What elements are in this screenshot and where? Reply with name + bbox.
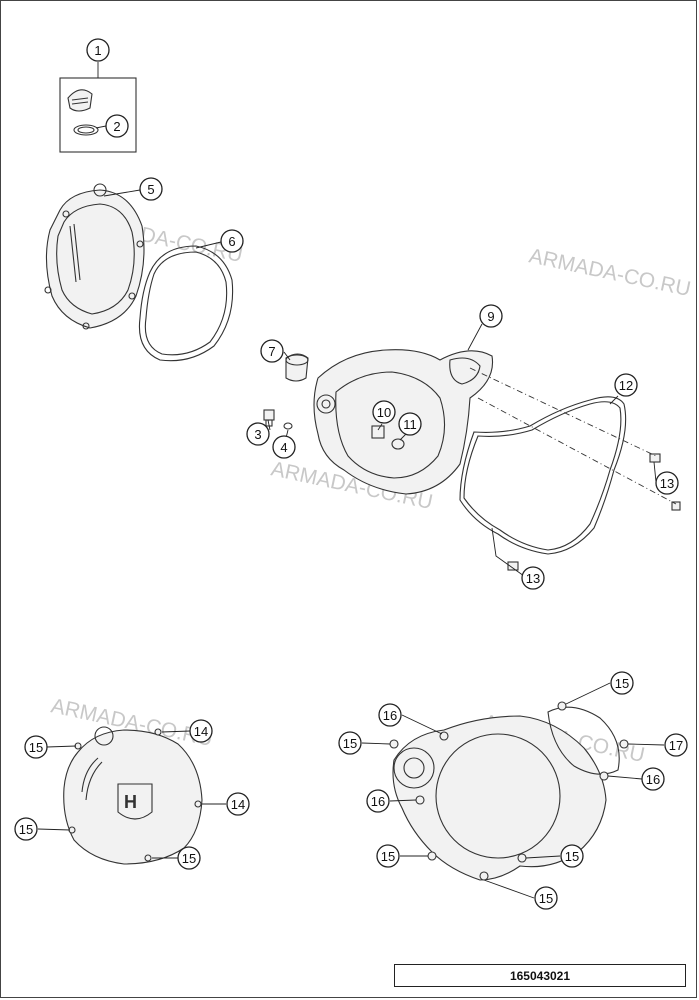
callout-14-right: 14	[226, 792, 250, 816]
svg-text:15: 15	[29, 740, 43, 755]
callout-11: 11	[398, 412, 422, 436]
svg-text:11: 11	[403, 417, 417, 432]
leader-lines	[37, 62, 665, 899]
svg-text:6: 6	[228, 234, 235, 249]
svg-text:15: 15	[539, 891, 553, 906]
callout-6: 6	[220, 229, 244, 253]
alignment-line	[477, 397, 677, 505]
svg-text:16: 16	[383, 708, 397, 723]
callout-4: 4	[272, 435, 296, 459]
callout-15-ign-left: 15	[338, 731, 362, 755]
svg-text:15: 15	[19, 822, 33, 837]
callout-7: 7	[260, 339, 284, 363]
callout-16-right: 16	[641, 767, 665, 791]
cap-part	[285, 353, 309, 382]
callout-15-left-top: 15	[24, 735, 48, 759]
svg-text:16: 16	[646, 772, 660, 787]
callout-15-ign-bottom-left: 15	[376, 844, 400, 868]
clutch-cover	[44, 183, 145, 330]
svg-text:13: 13	[660, 476, 674, 491]
callout-15-left-bottom: 15	[14, 817, 38, 841]
svg-text:10: 10	[377, 405, 391, 420]
callout-15-ign-bottom: 15	[534, 886, 558, 910]
callout-13-top: 13	[655, 471, 679, 495]
svg-text:5: 5	[147, 182, 154, 197]
svg-text:15: 15	[182, 851, 196, 866]
callout-5: 5	[139, 177, 163, 201]
svg-text:1: 1	[94, 43, 101, 58]
svg-text:14: 14	[194, 724, 208, 739]
callout-10: 10	[372, 400, 396, 424]
callout-14-top: 14	[189, 719, 213, 743]
svg-text:7: 7	[268, 344, 275, 359]
svg-text:15: 15	[343, 736, 357, 751]
dowel-pins	[507, 453, 681, 571]
callout-16-top: 16	[378, 703, 402, 727]
svg-text:3: 3	[254, 427, 261, 442]
svg-text:13: 13	[526, 571, 540, 586]
svg-text:9: 9	[487, 309, 494, 324]
callout-15-clutch-bottom: 15	[177, 846, 201, 870]
svg-text:H: H	[124, 792, 137, 812]
clutch-cover-gasket	[138, 245, 234, 362]
callout-12: 12	[614, 373, 638, 397]
svg-text:14: 14	[231, 797, 245, 812]
svg-text:17: 17	[669, 738, 683, 753]
watermark: ARMADA-CO.RU	[527, 244, 693, 301]
callout-15-ign-top: 15	[610, 671, 634, 695]
assembled-ignition-cover	[389, 701, 629, 881]
callout-13-bottom: 13	[521, 566, 545, 590]
assembled-clutch-cover: H	[63, 726, 203, 865]
callout-9: 9	[479, 304, 503, 328]
callout-2: 2	[105, 114, 129, 138]
document-number: 165043021	[509, 968, 571, 983]
alignment-line	[469, 367, 657, 457]
callout-3: 3	[246, 422, 270, 446]
svg-text:4: 4	[280, 440, 287, 455]
callout-16-left: 16	[366, 789, 390, 813]
svg-text:12: 12	[619, 378, 633, 393]
svg-text:2: 2	[113, 119, 120, 134]
svg-text:16: 16	[371, 794, 385, 809]
callout-15-ign-bottom-right: 15	[560, 844, 584, 868]
screw-and-washer	[263, 409, 293, 430]
callout-1: 1	[86, 38, 110, 62]
ignition-cover-gasket	[459, 396, 627, 555]
document-number-box: 165043021	[394, 964, 686, 987]
callout-17: 17	[664, 733, 688, 757]
svg-text:15: 15	[565, 849, 579, 864]
filler-plug-kit	[59, 77, 137, 153]
svg-text:15: 15	[381, 849, 395, 864]
svg-text:15: 15	[615, 676, 629, 691]
